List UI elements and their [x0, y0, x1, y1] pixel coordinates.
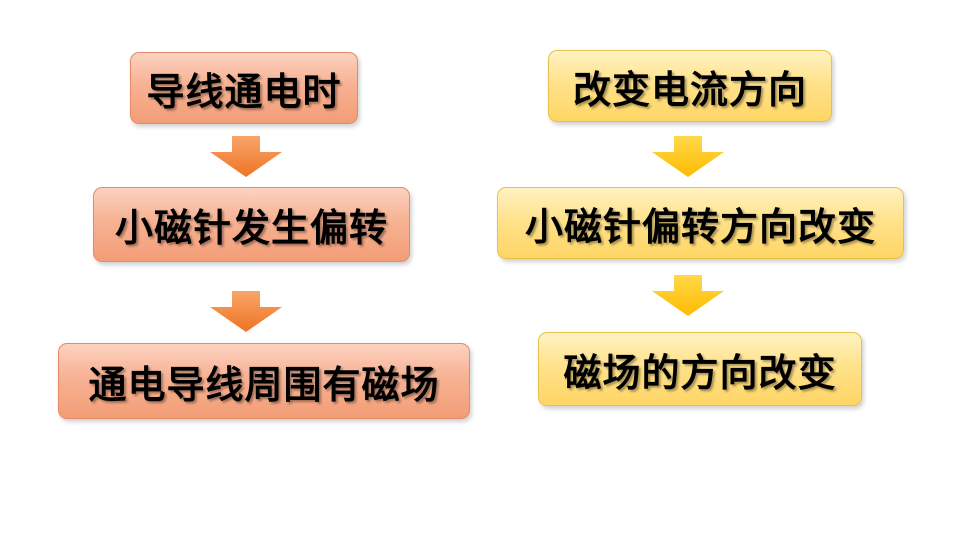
- left-step-2-label: 小磁针发生偏转: [114, 205, 388, 250]
- right-step-2-box: 小磁针偏转方向改变: [497, 187, 904, 259]
- left-step-1-box: 导线通电时: [130, 52, 358, 124]
- left-step-1-label: 导线通电时: [146, 68, 342, 114]
- left-step-2-box: 小磁针发生偏转: [93, 187, 410, 262]
- down-arrow-icon: [210, 291, 282, 332]
- down-arrow-icon: [652, 136, 724, 177]
- right-step-1-box: 改变电流方向: [548, 50, 832, 122]
- left-step-3-label: 通电导线周围有磁场: [88, 361, 440, 407]
- right-step-2-label: 小磁针偏转方向改变: [524, 203, 876, 249]
- left-step-3-box: 通电导线周围有磁场: [58, 343, 470, 419]
- down-arrow-icon: [652, 275, 724, 316]
- down-arrow-icon: [210, 136, 282, 177]
- right-step-3-box: 磁场的方向改变: [538, 332, 862, 406]
- right-step-1-label: 改变电流方向: [572, 66, 807, 112]
- right-step-3-label: 磁场的方向改变: [563, 349, 837, 395]
